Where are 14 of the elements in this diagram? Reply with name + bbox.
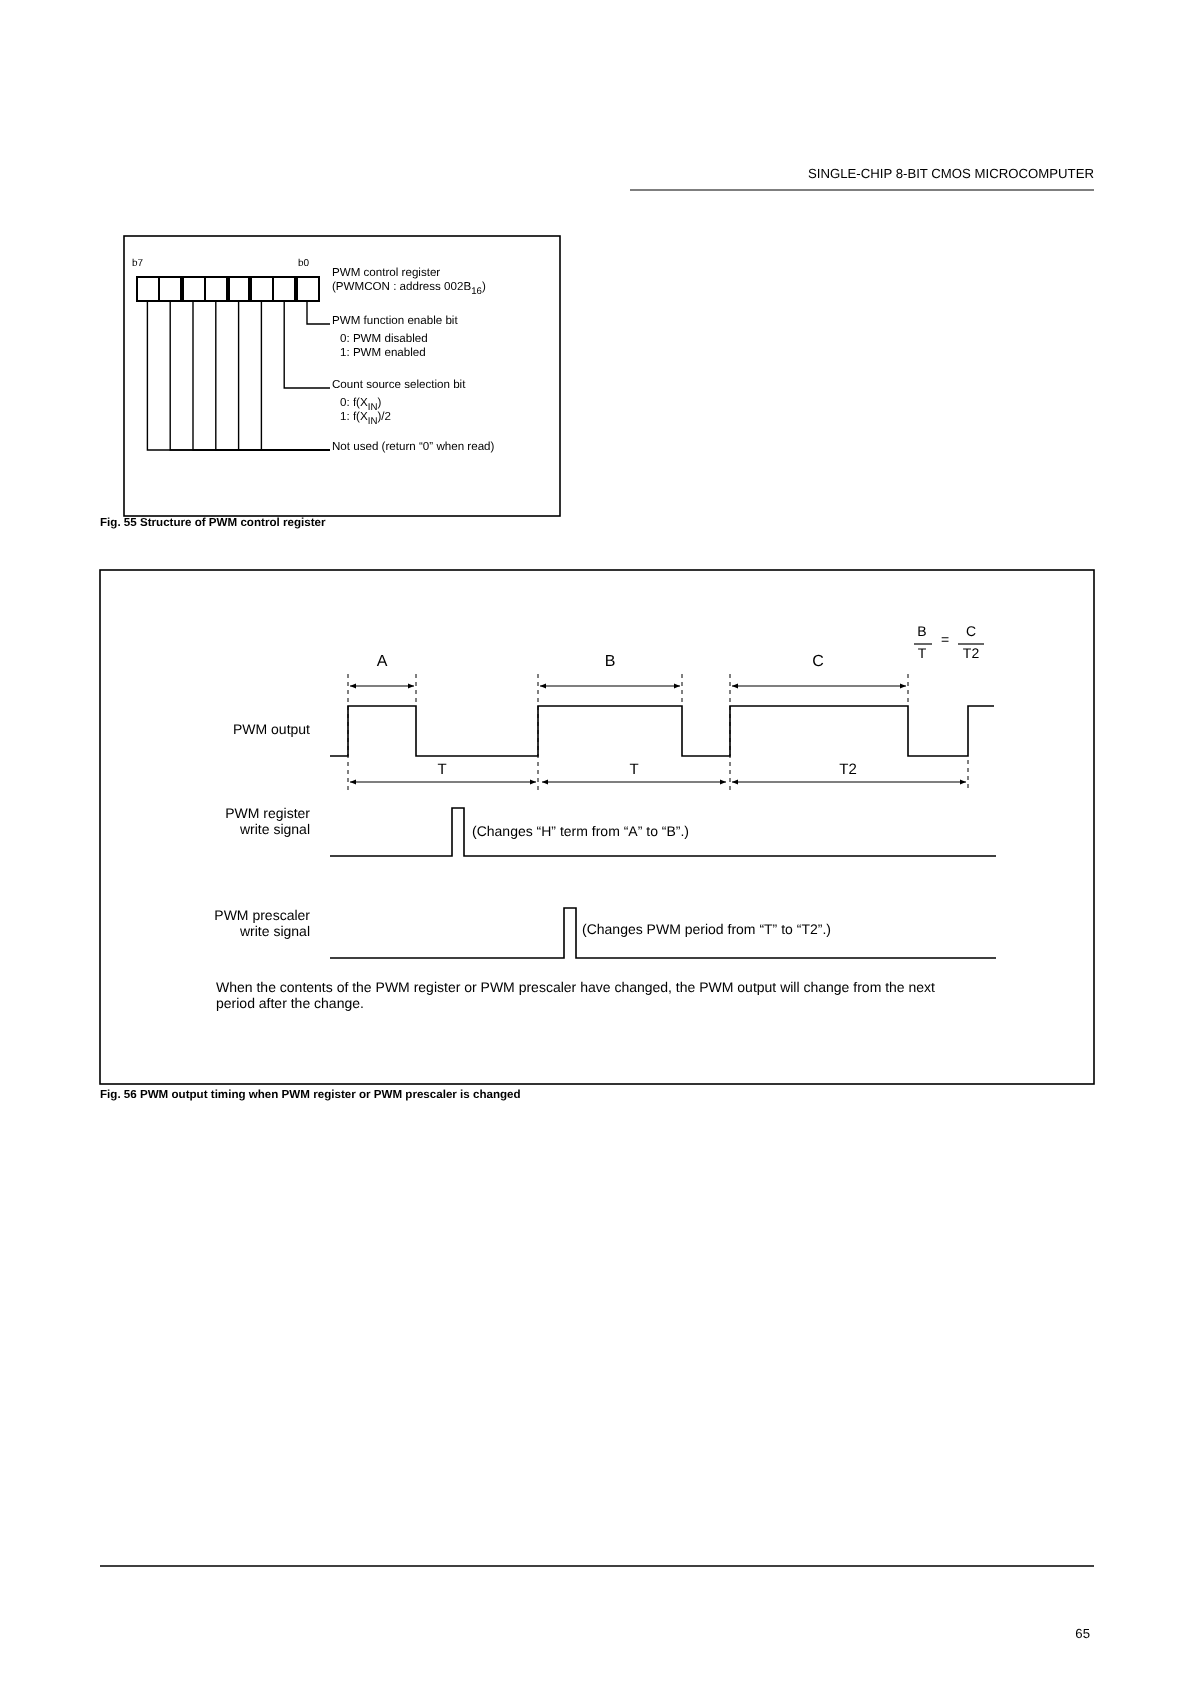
dimension-label: A — [376, 652, 388, 671]
register-bit-cell — [272, 276, 297, 302]
register-bit-cell — [158, 276, 183, 302]
register-bit-cell — [295, 276, 320, 302]
register-bit-cell — [136, 276, 160, 302]
leader-line — [283, 301, 331, 389]
register-bit-cell — [181, 276, 206, 302]
leader-line — [260, 301, 331, 451]
register-bit-cell — [204, 276, 229, 302]
register-bit-cell — [250, 276, 274, 302]
register-bit-cell — [227, 276, 251, 302]
dimension-label: C — [812, 652, 824, 671]
leader-line — [306, 301, 331, 325]
dimension-label: B — [604, 652, 616, 671]
